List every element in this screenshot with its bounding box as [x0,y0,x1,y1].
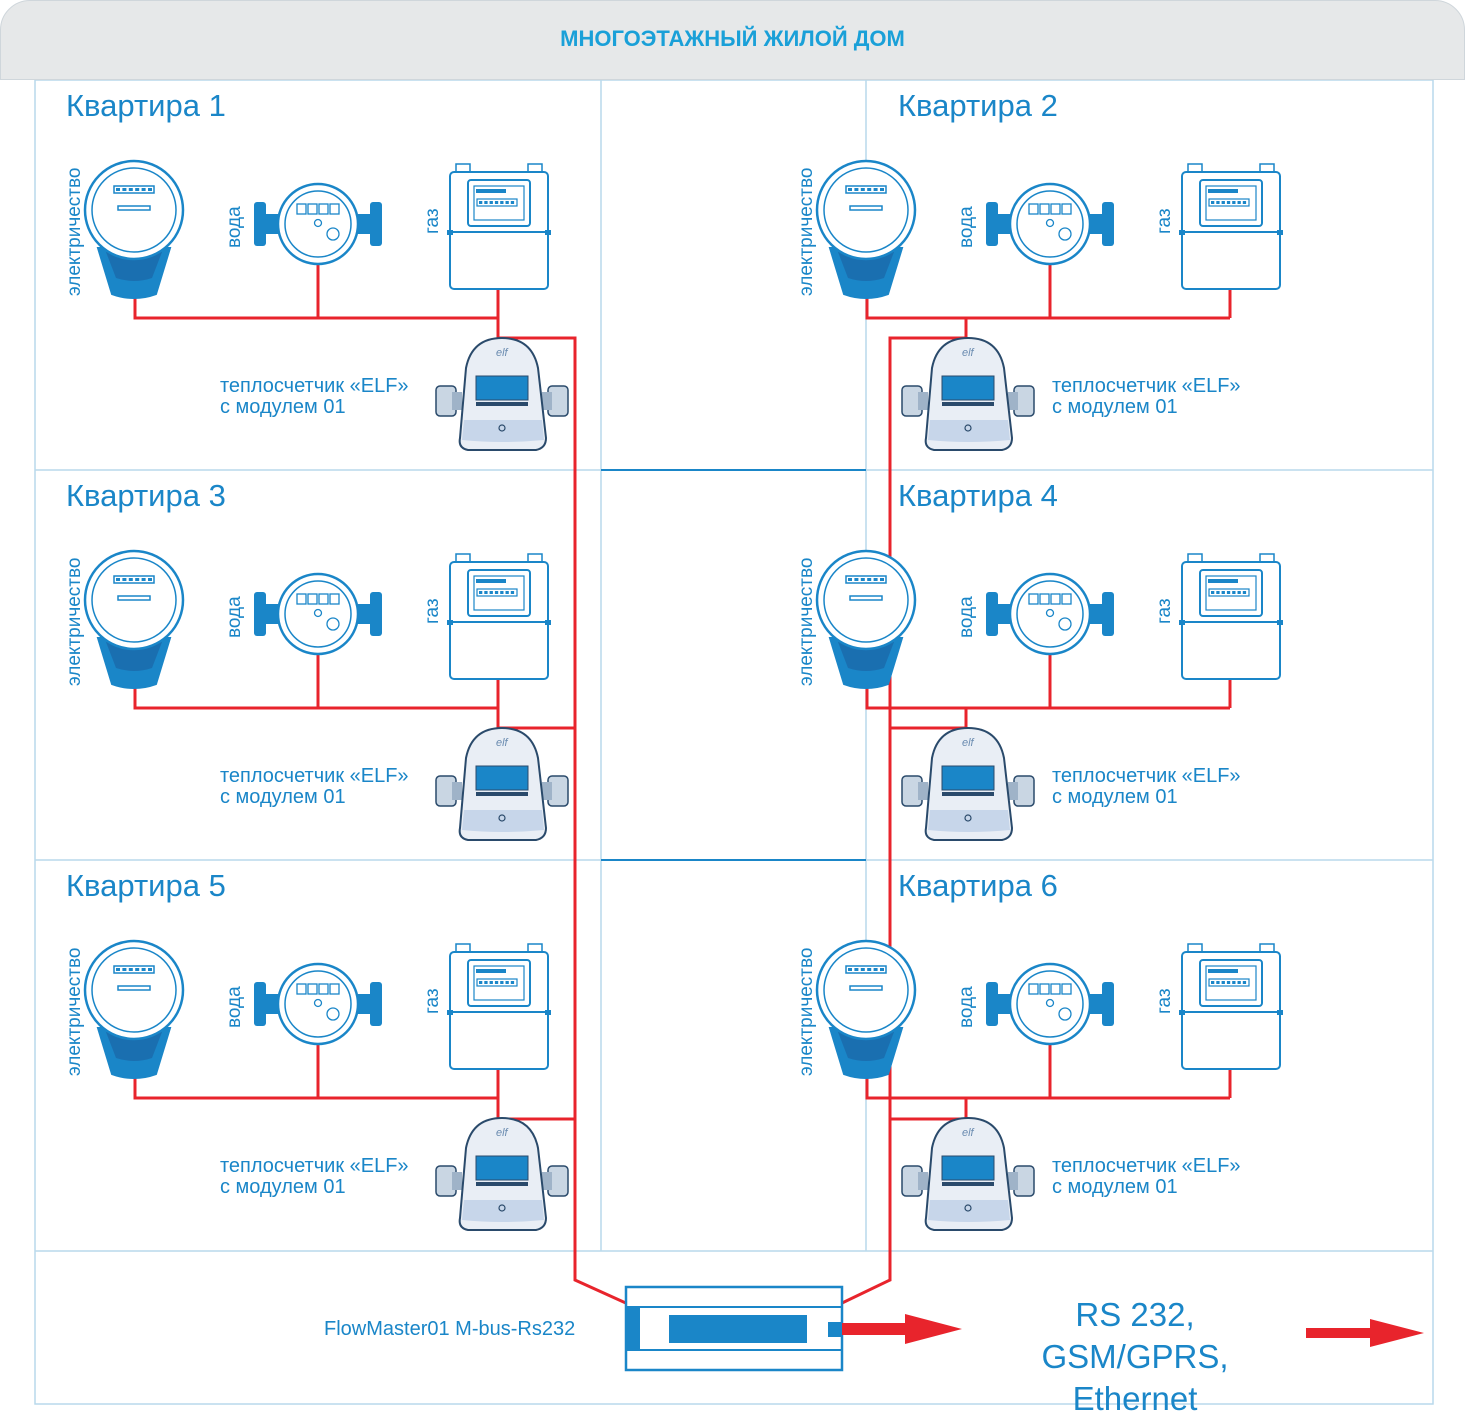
gas-meter-icon [447,943,551,1070]
heat-meter-icon: elf [435,726,569,841]
electricity-meter-icon [815,159,917,299]
apartment-title: Квартира 5 [66,868,226,903]
heat-meter-logo: elf [496,737,509,749]
electricity-label: электричество [796,557,817,686]
water-meter-icon [254,962,382,1046]
heat-meter-icon: elf [435,336,569,451]
local-wiring [865,1036,1232,1120]
heat-meter-logo: elf [496,347,509,359]
local-wiring [865,646,1232,730]
heat-meter-label: теплосчетчик «ELF»с модулем 01 [1052,766,1241,808]
heat-meter-label-line1: теплосчетчик «ELF» [220,765,409,787]
gas-meter-icon [1179,943,1283,1070]
gas-meter-icon [447,553,551,680]
apartment-title: Квартира 3 [66,478,226,513]
heat-meter-label-line2: с модулем 01 [1052,786,1178,808]
heat-meter-label-line1: теплосчетчик «ELF» [1052,1155,1241,1177]
building-header [0,0,1465,80]
apartment-title: Квартира 4 [898,478,1058,513]
right-riser [839,336,966,1306]
arrow-right-icon [1306,1319,1424,1347]
gas-meter-icon [1179,553,1283,680]
heat-meter-logo: elf [962,737,975,749]
local-wiring [133,1036,500,1120]
heat-meter-label: теплосчетчик «ELF»с модулем 01 [220,376,409,418]
heat-meter-logo: elf [962,347,975,359]
heat-meter-label: теплосчетчик «ELF»с модулем 01 [1052,1156,1241,1198]
building-title: МНОГОЭТАЖНЫЙ ЖИЛОЙ ДОМ [560,26,905,51]
electricity-meter-icon [83,939,185,1079]
meters-svg: elf [83,159,569,451]
heat-meter-label: теплосчетчик «ELF»с модулем 01 [220,1156,409,1198]
output-interfaces: RS 232, GSM/GPRS, Ethernet [990,1294,1280,1420]
meters-svg: elf [83,549,569,841]
heat-meter-icon: elf [901,336,1035,451]
heat-meter-label-line2: с модулем 01 [220,1176,346,1198]
gateway-label: FlowMaster01 M-bus-Rs232 [324,1318,576,1340]
output-line-1: RS 232, GSM/GPRS, [1041,1296,1229,1375]
meters-svg: elf [83,939,569,1231]
heat-meter-logo: elf [962,1127,975,1139]
left-riser [498,336,629,1306]
gas-meter-icon [1179,163,1283,290]
electricity-meter-icon [815,549,917,689]
heat-meter-logo: elf [496,1127,509,1139]
heat-meter-label-line1: теплосчетчик «ELF» [1052,375,1241,397]
electricity-meter-icon [83,159,185,299]
heat-meter-icon: elf [901,726,1035,841]
local-wiring [133,256,500,340]
output-line-2: Ethernet [1072,1380,1198,1417]
apartment-title: Квартира 6 [898,868,1058,903]
water-meter-icon [986,572,1114,656]
heat-meter-label-line2: с модулем 01 [220,786,346,808]
heat-meter-label-line1: теплосчетчик «ELF» [220,375,409,397]
meters-svg: elf [815,159,1283,451]
water-meter-icon [986,182,1114,266]
electricity-label: электричество [796,947,817,1076]
heat-meter-label: теплосчетчик «ELF»с модулем 01 [220,766,409,808]
electricity-meter-icon [83,549,185,689]
building-outline [34,79,1434,1405]
flowmaster-gateway [624,1285,844,1372]
heat-meter-label-line2: с модулем 01 [220,396,346,418]
water-meter-icon [986,962,1114,1046]
electricity-meter-icon [815,939,917,1079]
water-meter-icon [254,572,382,656]
heat-meter-icon: elf [901,1116,1035,1231]
heat-meter-label-line1: теплосчетчик «ELF» [1052,765,1241,787]
water-meter-icon [254,182,382,266]
heat-meter-label-line2: с модулем 01 [1052,396,1178,418]
heat-meter-label-line1: теплосчетчик «ELF» [220,1155,409,1177]
apartment-title: Квартира 2 [898,88,1058,123]
gas-meter-icon [447,163,551,290]
local-wiring [865,256,1232,340]
heat-meter-label-line2: с модулем 01 [1052,1176,1178,1198]
apartment-title: Квартира 1 [66,88,226,123]
meters-svg: elf [815,939,1283,1231]
meters-svg: elf [815,549,1283,841]
local-wiring [133,646,500,730]
heat-meter-icon: elf [435,1116,569,1231]
heat-meter-label: теплосчетчик «ELF»с модулем 01 [1052,376,1241,418]
arrow-right-icon [842,1314,962,1344]
electricity-label: электричество [796,167,817,296]
